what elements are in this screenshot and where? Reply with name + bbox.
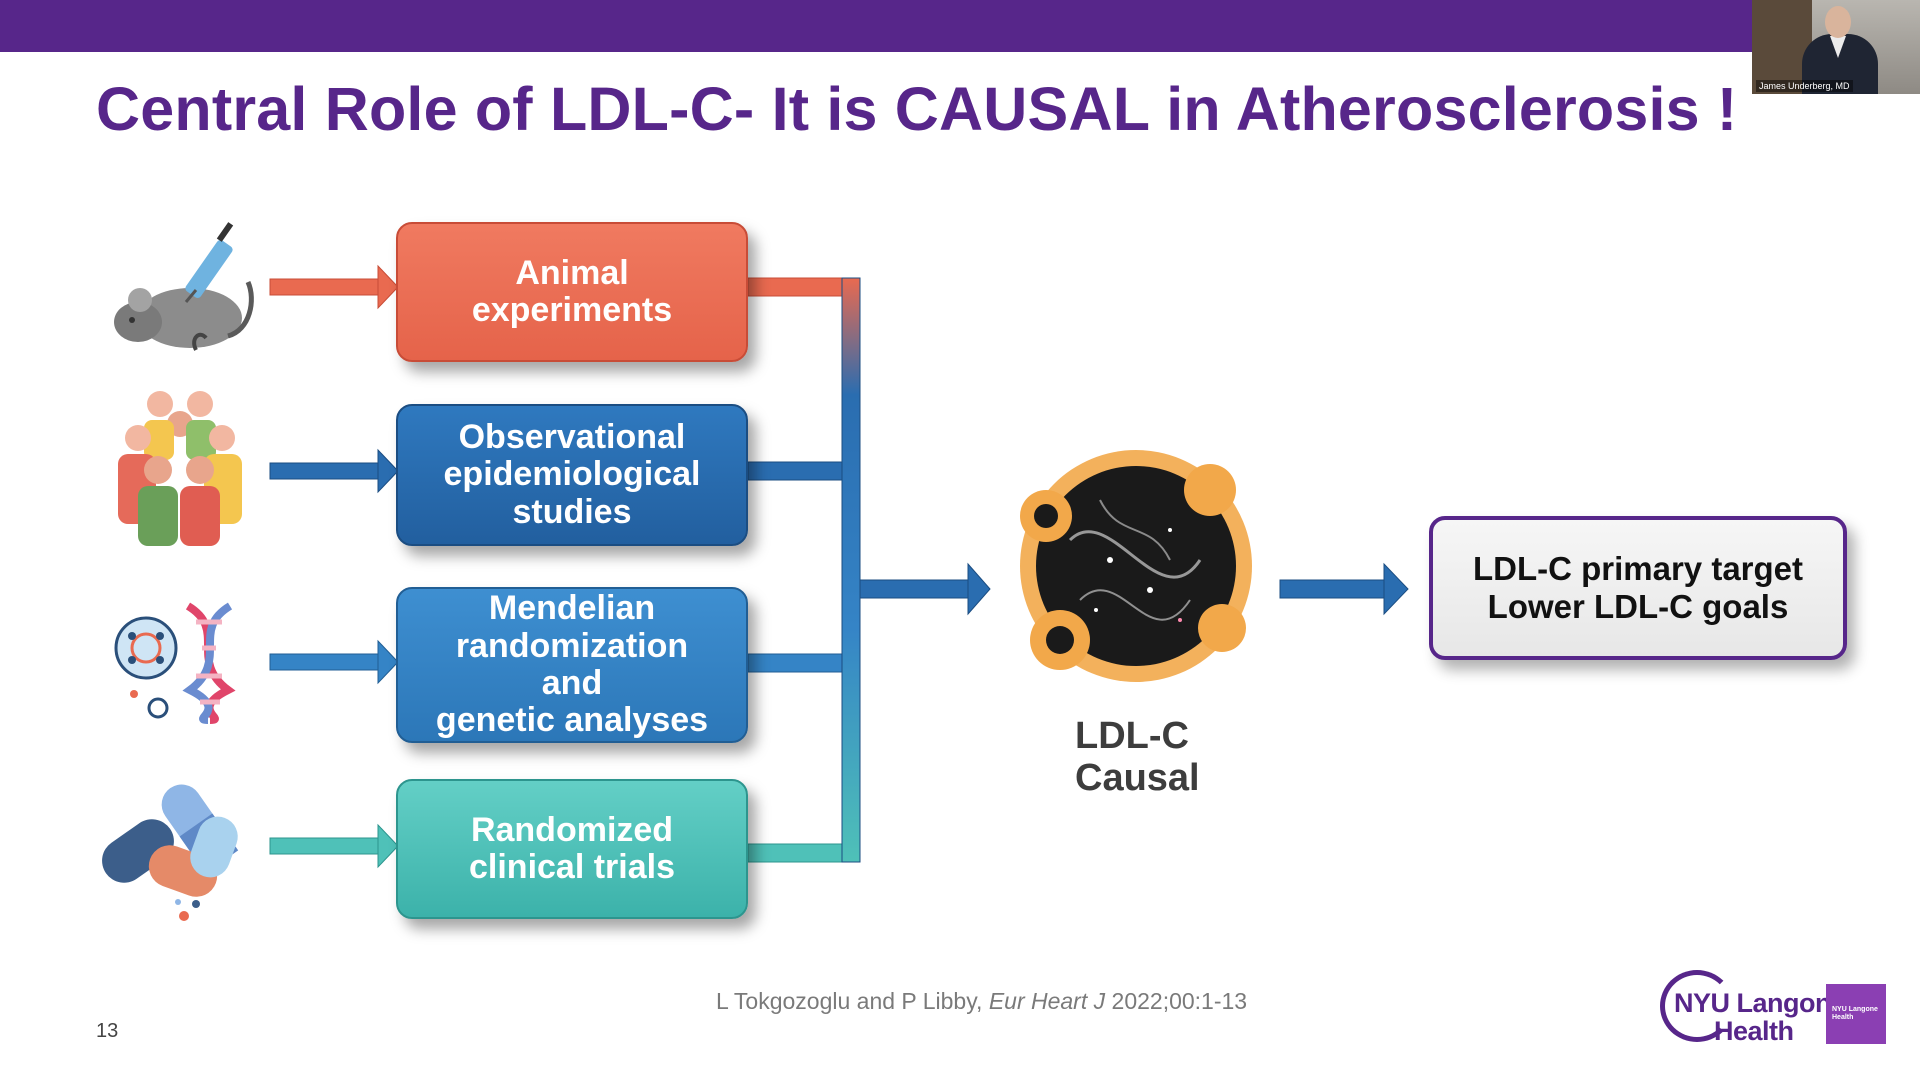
arrow-observational bbox=[269, 448, 399, 494]
logo-swoosh bbox=[1660, 970, 1734, 1042]
ldl-particle-icon bbox=[1020, 450, 1252, 682]
nyu-langone-logo: NYU Langone Health NYU Langone Health bbox=[1660, 970, 1890, 1050]
evidence-box-trials: Randomized clinical trials bbox=[396, 779, 748, 919]
arrow-animal bbox=[269, 264, 399, 310]
arrow-trials bbox=[269, 823, 399, 869]
logo-text-line1: NYU Langone bbox=[1674, 988, 1846, 1018]
webcam-name-tag: James Underberg, MD bbox=[1756, 80, 1853, 92]
evidence-box-animal: Animal experiments bbox=[396, 222, 748, 362]
slide-number: 13 bbox=[96, 1020, 119, 1042]
citation-journal: Eur Heart J bbox=[988, 988, 1106, 1014]
slide-title: Central Role of LDL-C- It is CAUSAL in A… bbox=[96, 75, 1738, 143]
dna-icon bbox=[114, 602, 236, 724]
mouse-syringe-icon bbox=[114, 222, 254, 351]
logo-badge: NYU Langone Health bbox=[1826, 984, 1886, 1044]
trunk-line bbox=[841, 277, 861, 863]
evidence-label-animal: Animal experiments bbox=[471, 253, 673, 329]
presenter-head bbox=[1825, 6, 1851, 38]
evidence-box-observational: Observational epidemiological studies bbox=[396, 404, 748, 546]
citation: L Tokgozoglu and P Libby, Eur Heart J 20… bbox=[716, 988, 1247, 1015]
evidence-label-observational: Observational epidemiological studies bbox=[443, 417, 701, 531]
pills-icon bbox=[102, 784, 239, 921]
logo-text-line2: Health bbox=[1714, 1016, 1794, 1046]
evidence-label-trials: Randomized clinical trials bbox=[469, 810, 675, 886]
evidence-box-mendelian: Mendelian randomization and genetic anal… bbox=[396, 587, 748, 743]
top-banner bbox=[0, 0, 1920, 52]
result-box: LDL-C primary target Lower LDL-C goals bbox=[1429, 516, 1847, 660]
webcam-thumbnail[interactable]: James Underberg, MD bbox=[1752, 0, 1920, 94]
evidence-label-mendelian: Mendelian randomization and genetic anal… bbox=[435, 589, 709, 740]
arrow-mendelian bbox=[269, 639, 399, 685]
citation-authors: L Tokgozoglu and P Libby, bbox=[716, 988, 983, 1014]
arrow-to-result bbox=[1279, 562, 1409, 616]
arrow-to-center bbox=[859, 562, 991, 616]
ldl-causal-label: LDL-C Causal bbox=[1075, 715, 1200, 799]
logo-badge-text: NYU Langone Health bbox=[1832, 1006, 1878, 1021]
people-group-icon bbox=[118, 391, 242, 546]
citation-ref: 2022;00:1-13 bbox=[1111, 988, 1248, 1014]
